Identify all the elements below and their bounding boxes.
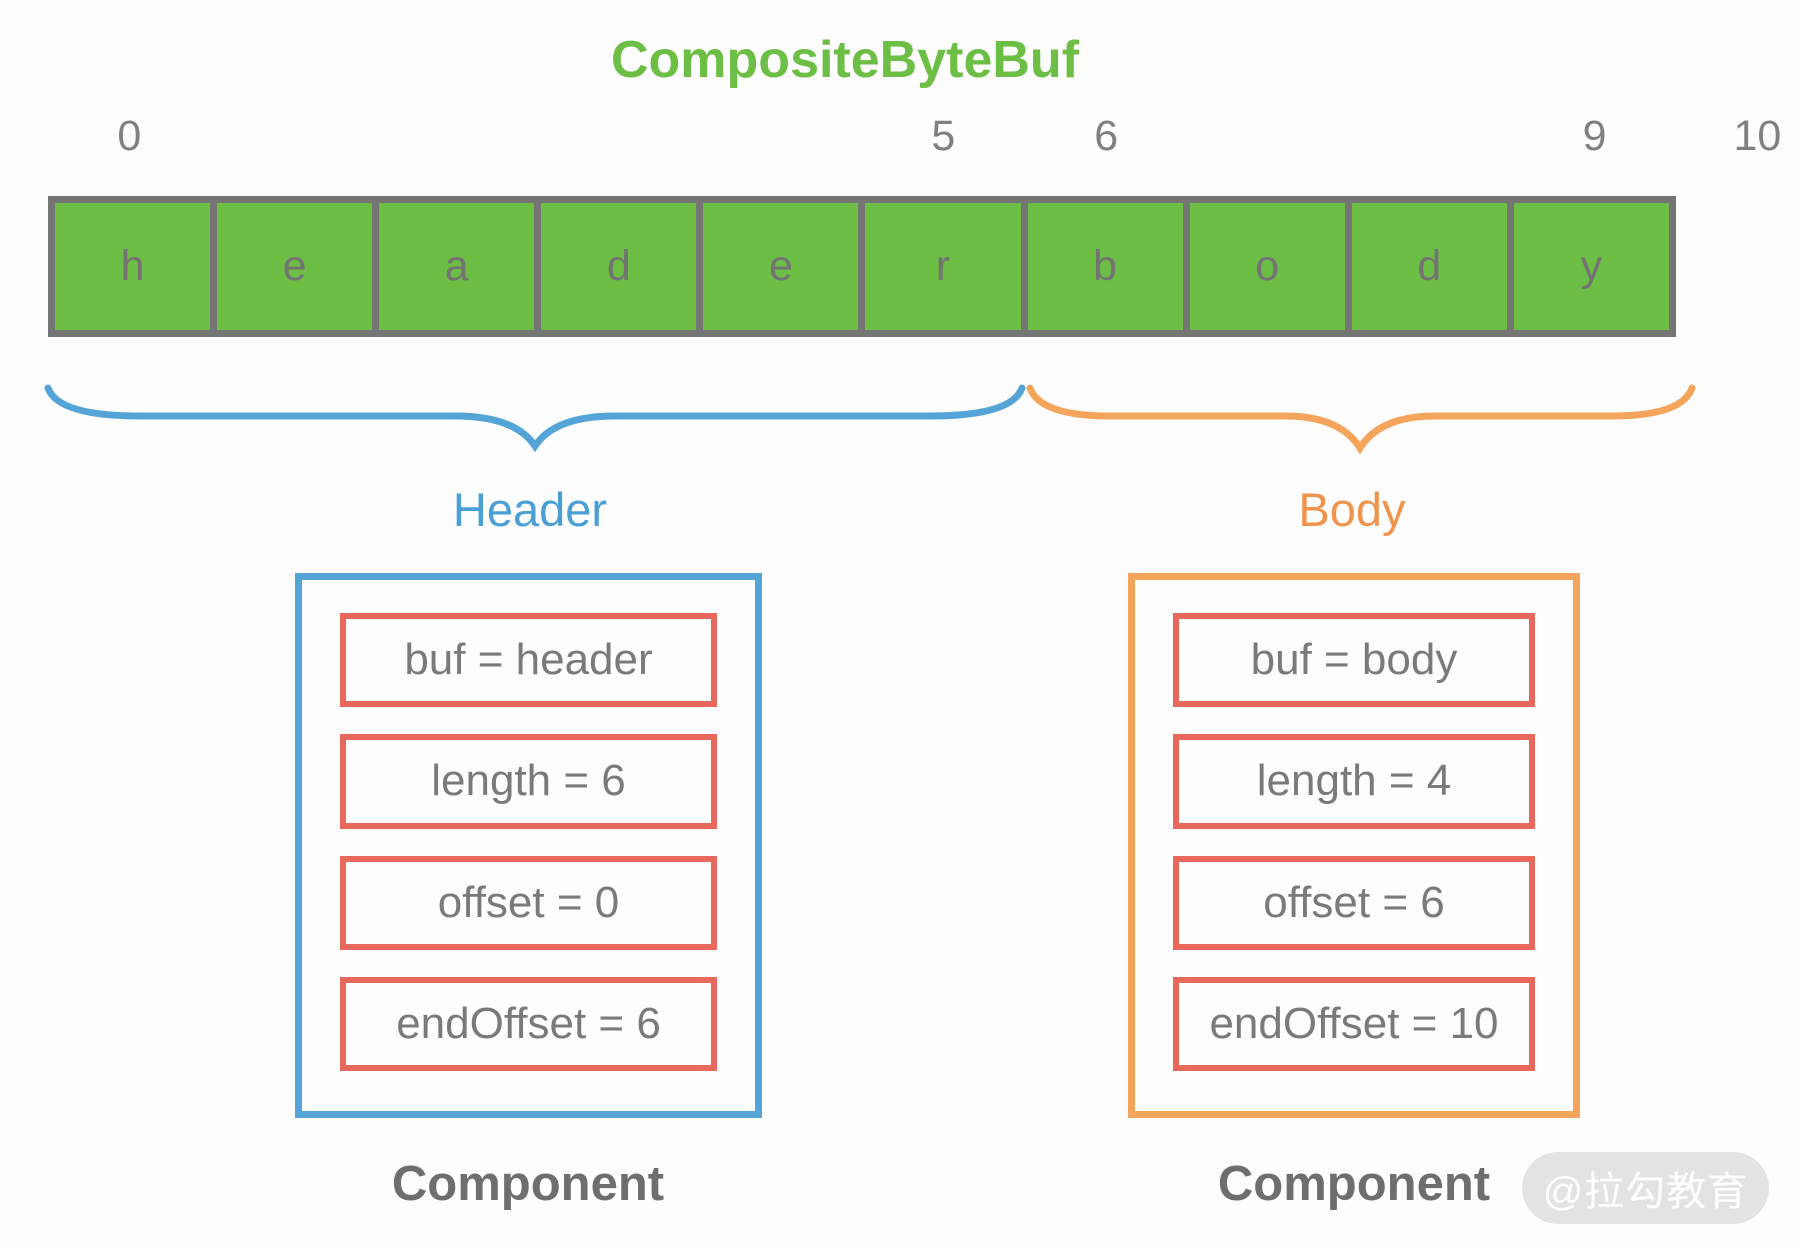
- header-brace: [44, 384, 1026, 453]
- field-box-buf: buf = header: [340, 613, 717, 708]
- body-component-caption: Component: [1217, 1157, 1491, 1211]
- byte-cell-5: r: [858, 203, 1021, 330]
- body-component-box: buf = body length = 4 offset = 6 endOffset …: [1128, 573, 1580, 1118]
- index-label-5: 5: [931, 112, 956, 160]
- index-labels: 0 5 6 9 10: [0, 112, 1798, 166]
- byte-cell-6: b: [1020, 203, 1183, 330]
- index-label-10: 10: [1733, 112, 1782, 160]
- field-box-length: length = 4: [1173, 734, 1535, 829]
- watermark-badge: @拉勾教育: [1522, 1152, 1769, 1224]
- header-label: Header: [452, 483, 608, 536]
- index-label-6: 6: [1094, 112, 1119, 160]
- header-component-caption: Component: [391, 1157, 665, 1211]
- byte-cell-3: d: [534, 203, 697, 330]
- index-label-0: 0: [117, 112, 142, 160]
- body-brace: [1026, 384, 1696, 455]
- byte-cell-1: e: [210, 203, 373, 330]
- index-label-9: 9: [1582, 112, 1607, 160]
- field-box-buf: buf = body: [1173, 613, 1535, 708]
- byte-cell-0: h: [55, 203, 211, 330]
- diagram-title: CompositeByteBuf: [610, 31, 1080, 89]
- body-label: Body: [1298, 483, 1406, 536]
- byte-cell-2: a: [372, 203, 535, 330]
- watermark-text: @拉勾教育: [1542, 1170, 1749, 1214]
- field-box-length: length = 6: [340, 734, 717, 829]
- field-box-endOffset: endOffset = 10: [1173, 976, 1535, 1071]
- field-box-endOffset: endOffset = 6: [340, 976, 717, 1071]
- braces-layer: [44, 384, 1696, 455]
- byte-cell-8: d: [1344, 203, 1507, 330]
- byte-cell-9: y: [1506, 203, 1669, 330]
- byte-cell-7: o: [1182, 203, 1345, 330]
- header-component-box: buf = header length = 6 offset = 0 endOffse…: [295, 573, 762, 1118]
- byte-cell-4: e: [696, 203, 859, 330]
- field-box-offset: offset = 0: [340, 855, 717, 950]
- field-box-offset: offset = 6: [1173, 855, 1535, 950]
